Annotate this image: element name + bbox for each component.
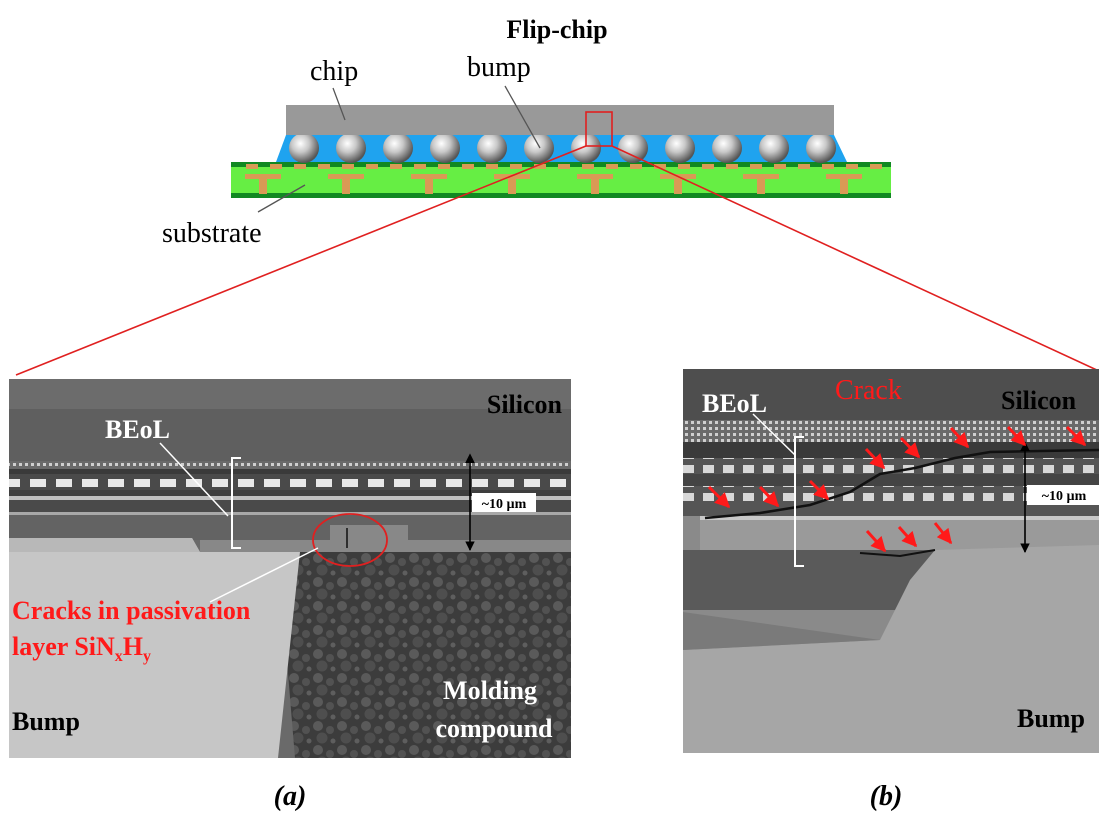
chip-die xyxy=(286,105,834,135)
panel-b-caption: (b) xyxy=(870,781,903,812)
bump-label: bump xyxy=(467,52,531,83)
flip-chip-schematic: Flip-chip xyxy=(15,15,1099,376)
underfill xyxy=(276,135,847,162)
zoom-box xyxy=(585,111,613,147)
beol-bracket-a xyxy=(231,457,241,549)
panel-b-silicon: Silicon xyxy=(1001,386,1077,415)
panel-a-thickness: ~10 µm xyxy=(482,497,527,512)
panel-a-molding2: compound xyxy=(435,714,553,743)
substrate-leader xyxy=(257,184,306,213)
panel-a-bump: Bump xyxy=(12,707,80,736)
bump-leader xyxy=(504,85,541,149)
chip-label: chip xyxy=(310,56,358,87)
panel-b-bump: Bump xyxy=(1017,704,1085,733)
schematic-title: Flip-chip xyxy=(506,15,607,44)
beol-bracket-b xyxy=(794,436,804,567)
panel-a-crack-line1: Cracks in passivation xyxy=(12,596,251,625)
chip-leader xyxy=(332,87,346,121)
substrate-vias xyxy=(245,174,862,194)
substrate-label: substrate xyxy=(162,218,262,249)
panel-b-thickness: ~10 µm xyxy=(1042,489,1087,504)
zoom-line-left xyxy=(15,145,587,376)
panel-a-crack-line2: layer SiNxHy xyxy=(12,632,151,665)
zoom-line-right xyxy=(611,145,1099,372)
crack-path xyxy=(704,448,1099,520)
panel-a-caption: (a) xyxy=(274,781,307,812)
panel-a-silicon: Silicon xyxy=(487,390,563,419)
sem-panel-b xyxy=(683,369,1099,753)
substrate-pads xyxy=(246,164,882,169)
panel-a-molding1: Molding xyxy=(443,676,537,705)
sem-panel-a xyxy=(9,379,571,758)
panel-a-beol: BEoL xyxy=(105,415,170,444)
panel-b-beol: BEoL xyxy=(702,389,767,418)
crack-arrows xyxy=(707,425,1087,553)
solder-bumps xyxy=(289,133,836,163)
crack-circle xyxy=(312,513,388,567)
substrate-bottom-edge xyxy=(231,193,891,198)
panel-b-crack: Crack xyxy=(835,375,902,406)
